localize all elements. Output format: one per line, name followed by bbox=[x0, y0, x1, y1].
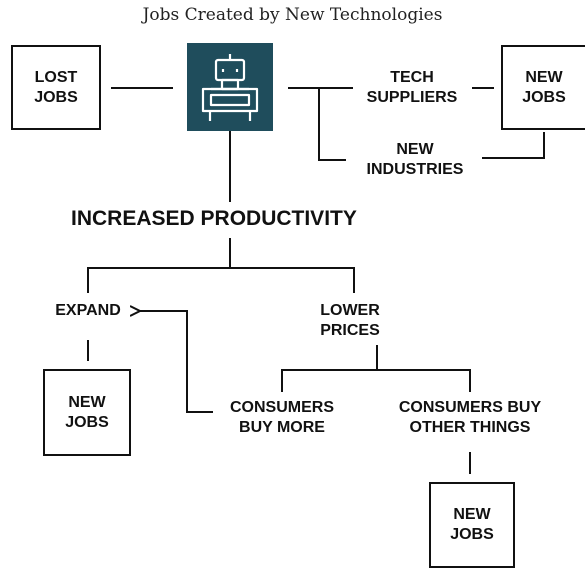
connector-industries-newjobs bbox=[482, 132, 545, 159]
tech-suppliers-label: TECH SUPPLIERS bbox=[366, 69, 458, 106]
new-jobs-bottom-box: NEW JOBS bbox=[429, 482, 515, 568]
consumers-buy-more-label: CONSUMERS BUY MORE bbox=[229, 399, 334, 436]
connector-lowerprices-split bbox=[281, 369, 471, 392]
expand-label: EXPAND bbox=[55, 302, 121, 319]
robot-tile bbox=[187, 43, 273, 131]
connector-to-new-industries bbox=[318, 88, 346, 161]
consumers-buy-other-label: CONSUMERS BUY OTHER THINGS bbox=[398, 399, 542, 436]
new-jobs-left-box: NEW JOBS bbox=[43, 369, 131, 456]
lower-prices-label: LOWER PRICES bbox=[320, 302, 380, 339]
connector-buymore-expand bbox=[140, 311, 213, 413]
increased-productivity-heading: INCREASED PRODUCTIVITY bbox=[71, 207, 357, 230]
robot-icon bbox=[201, 54, 259, 121]
new-industries-label: NEW INDUSTRIES bbox=[366, 141, 464, 178]
lost-jobs-box: LOST JOBS bbox=[11, 45, 101, 130]
connector-split bbox=[87, 267, 355, 293]
diagram-title: Jobs Created by New Technologies bbox=[142, 5, 443, 25]
new-jobs-top-box: NEW JOBS bbox=[501, 45, 585, 130]
